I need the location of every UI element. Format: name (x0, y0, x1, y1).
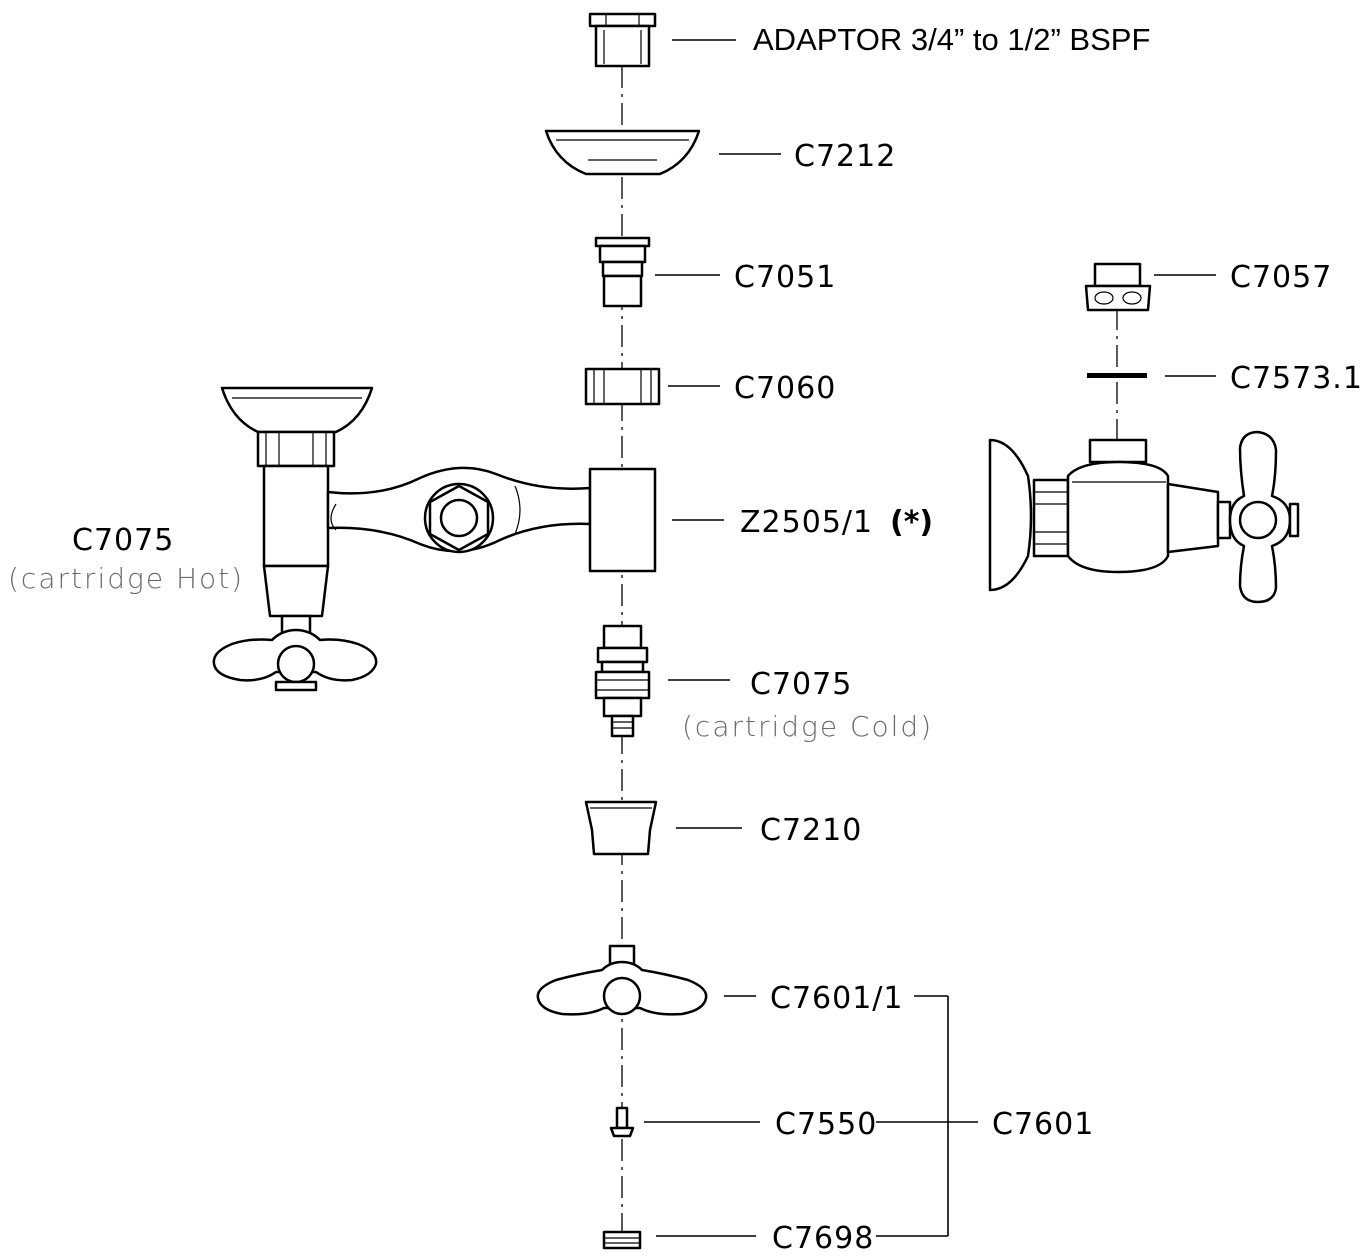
z2505-label: Z2505/1 (740, 505, 873, 540)
c7698-label: C7698 (772, 1221, 874, 1256)
c7212-part (544, 129, 701, 176)
c7060-label: C7060 (734, 371, 836, 406)
c7057-label: C7057 (1230, 260, 1332, 295)
adaptor-label: ADAPTOR 3/4” to 1/2” BSPF (753, 22, 1150, 57)
c7051-part (594, 236, 651, 308)
c7212-label: C7212 (794, 139, 896, 174)
c7210-label: C7210 (760, 813, 862, 848)
c7075-cold-cartridge-part (594, 624, 651, 738)
c7601-1-label: C7601/1 (770, 981, 904, 1016)
c7075-hot-note: (cartridge Hot) (8, 562, 244, 595)
right-valve-assembly (988, 430, 1300, 604)
c7550-screw-part (609, 1106, 635, 1138)
c7075-cold-note: (cartridge Cold) (682, 710, 933, 743)
c7051-label: C7051 (734, 260, 836, 295)
c7550-label: C7550 (775, 1107, 877, 1142)
adaptor-part (588, 12, 657, 68)
c7601-1-handle-part (536, 944, 708, 1016)
c7060-part (584, 367, 661, 406)
c7075-hot-label: C7075 (72, 523, 174, 558)
z2505-note: (*) (890, 505, 933, 540)
c7075-cold-label: C7075 (750, 667, 852, 702)
c7698-cap-part (602, 1230, 642, 1250)
c7057-part (1084, 262, 1152, 312)
z2505-body-part (212, 386, 657, 692)
c7601-group-bracket (876, 995, 978, 1237)
c7210-part (584, 800, 658, 856)
c7573-label: C7573.1 (1230, 361, 1363, 396)
c7601-label: C7601 (992, 1107, 1094, 1142)
c7573-oring-part (1087, 373, 1147, 378)
